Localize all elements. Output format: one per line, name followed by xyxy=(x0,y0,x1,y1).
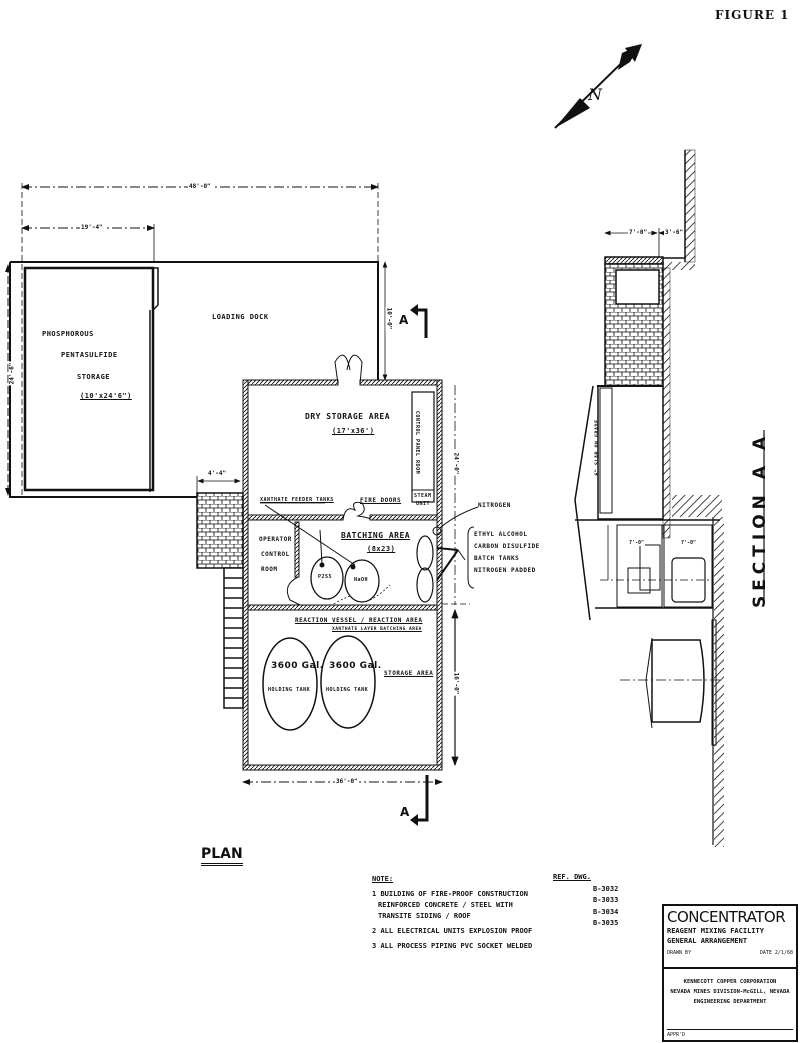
notes-block: NOTE: 1 BUILDING OF FIRE-PROOF CONSTRUCT… xyxy=(372,874,532,956)
batch-tanks-line1: ETHYL ALCOHOL xyxy=(474,531,528,538)
title-block-date: DATE 2/1/68 xyxy=(759,950,793,956)
title-block: CONCENTRATOR REAGENT MIXING FACILITY GEN… xyxy=(662,904,798,1042)
title-block-division: NEVADA MINES DIVISION-McGILL, NEVADA xyxy=(670,989,790,995)
steam-unit-line1: STEAM xyxy=(414,493,432,499)
room-storage-area: STORAGE AREA xyxy=(384,670,434,677)
section-marker-bottom xyxy=(410,775,429,826)
plan-title: PLAN xyxy=(201,846,243,866)
room-operator-line2: CONTROL xyxy=(261,551,290,558)
title-block-organization: KENNECOTT COPPER CORPORATION NEVADA MINE… xyxy=(664,969,796,1007)
ref-item: B-3032 xyxy=(593,884,619,893)
title-block-header: CONCENTRATOR REAGENT MIXING FACILITY GEN… xyxy=(664,906,796,969)
room-reaction-line1: REACTION VESSEL / REACTION AREA xyxy=(295,617,423,624)
room-control-panel: CONTROL PANEL ROOM xyxy=(414,410,421,475)
section-title-wrap: SECTION A A xyxy=(660,420,800,620)
room-batching-area-size: (8x23) xyxy=(367,545,396,553)
dim-right-top: 10'-0" xyxy=(385,306,393,331)
section-dim-interior-a: 7'-0" xyxy=(628,540,646,546)
title-block-company: KENNECOTT COPPER CORPORATION xyxy=(683,979,777,985)
room-dry-storage: DRY STORAGE AREA xyxy=(305,412,391,421)
room-batching-area: BATCHING AREA xyxy=(341,531,411,540)
stair-treads xyxy=(223,567,244,709)
title-block-drawn-by: DRAWN BY xyxy=(667,950,692,956)
section-title: SECTION A A xyxy=(750,431,770,609)
room-phosphorous-line3: STORAGE xyxy=(77,373,111,381)
reference-drawings: REF. DWG. B-3032 B-3033 B-3034 B-3035 xyxy=(553,872,618,930)
note-text: ALL ELECTRICAL UNITS EXPLOSION PROOF xyxy=(380,927,533,935)
room-phosphorous-size: (10'x24'6") xyxy=(80,392,132,400)
title-block-department: ENGINEERING DEPARTMENT xyxy=(693,999,767,1005)
room-phosphorous-line1: PHOSPHOROUS xyxy=(42,330,94,338)
title-block-approved: APPR'D xyxy=(667,1029,793,1038)
dim-right-lower: 16'-0" xyxy=(452,671,460,696)
dim-right-upper: 24'-0" xyxy=(452,451,460,476)
room-phosphorous-line2: PENTASULFIDE xyxy=(61,351,118,359)
room-reaction-line2: XANTHATE LAYER BATCHING AREA xyxy=(332,627,422,632)
batch-tanks-line3: BATCH TANKS xyxy=(474,555,520,562)
room-dry-storage-size: (17'x36') xyxy=(332,427,375,435)
room-operator-line3: ROOM xyxy=(261,566,278,573)
title-block-subtitle-2: GENERAL ARRANGEMENT xyxy=(667,937,748,945)
label-fire-doors: FIRE DOORS xyxy=(360,497,402,504)
section-dim-a: 7'-0" xyxy=(628,229,649,236)
dim-building-width: 36'-0" xyxy=(335,778,359,785)
title-block-title: CONCENTRATOR xyxy=(667,908,786,926)
north-arrow-icon: N xyxy=(554,44,642,129)
holding-tank-1-name: HOLDING TANK xyxy=(268,687,311,693)
note-text: REINFORCED CONCRETE / STEEL WITH xyxy=(378,901,513,909)
dim-overall-depth: 24'-6" xyxy=(8,361,16,386)
holding-tank-1-capacity: 3600 Gal. xyxy=(271,661,324,671)
section-slab-label: 6" SLAB ON GRADE xyxy=(594,419,601,476)
title-block-subtitle-1: REAGENT MIXING FACILITY xyxy=(667,927,764,935)
title-block-meta: DRAWN BY DATE 2/1/68 xyxy=(667,950,793,956)
section-marker-bottom-label: A xyxy=(400,805,410,819)
batch-tanks-line4: NITROGEN PADDED xyxy=(474,567,536,574)
note-number: 3 xyxy=(372,942,377,950)
holding-tank-2-capacity: 3600 Gal. xyxy=(329,661,382,671)
note-number: 2 xyxy=(372,927,377,935)
dim-storage-width: 19'-4" xyxy=(80,224,104,231)
note-item-2: 2 ALL ELECTRICAL UNITS EXPLOSION PROOF xyxy=(372,926,532,937)
note-text: BUILDING OF FIRE-PROOF CONSTRUCTION xyxy=(380,890,528,898)
holding-tank-2-name: HOLDING TANK xyxy=(326,687,369,693)
note-item-1: 1 BUILDING OF FIRE-PROOF CONSTRUCTION RE… xyxy=(372,889,532,922)
room-operator-line1: OPERATOR xyxy=(259,536,292,543)
dim-stair-width: 4'-4" xyxy=(207,470,228,477)
label-nitrogen: NITROGEN xyxy=(478,502,511,509)
dim-overall-width: 48'-0" xyxy=(188,183,212,190)
ref-heading: REF. DWG. xyxy=(553,873,591,881)
section-dim-interior-b: 7'-0" xyxy=(680,540,698,546)
section-aa-drawing xyxy=(574,149,765,847)
ref-item: B-3034 xyxy=(593,907,619,916)
figure-label: FIGURE 1 xyxy=(715,8,790,22)
note-item-3: 3 ALL PROCESS PIPING PVC SOCKET WELDED xyxy=(372,941,532,952)
svg-text:N: N xyxy=(587,85,603,104)
building-walls xyxy=(242,379,443,771)
room-loading-dock: LOADING DOCK xyxy=(212,313,269,321)
ref-item: B-3035 xyxy=(593,919,619,927)
steam-unit-line2: UNIT xyxy=(416,501,431,507)
batch-tanks-line2: CARBON DISULFIDE xyxy=(474,543,540,550)
note-number: 1 xyxy=(372,890,377,898)
tank-naoh: NaOH xyxy=(354,577,369,583)
note-text: TRANSITE SIDING / ROOF xyxy=(378,912,471,920)
section-marker-top xyxy=(410,304,428,338)
label-xanthate-feeder-tanks: XANTHATE FEEDER TANKS xyxy=(260,497,334,503)
tank-p2s5: P2S5 xyxy=(318,574,333,580)
note-text: ALL PROCESS PIPING PVC SOCKET WELDED xyxy=(380,942,533,950)
section-dim-b: 3'-6" xyxy=(664,229,685,236)
section-marker-top-label: A xyxy=(399,313,409,327)
notes-heading: NOTE: xyxy=(372,875,394,883)
ref-item: B-3033 xyxy=(593,896,619,904)
